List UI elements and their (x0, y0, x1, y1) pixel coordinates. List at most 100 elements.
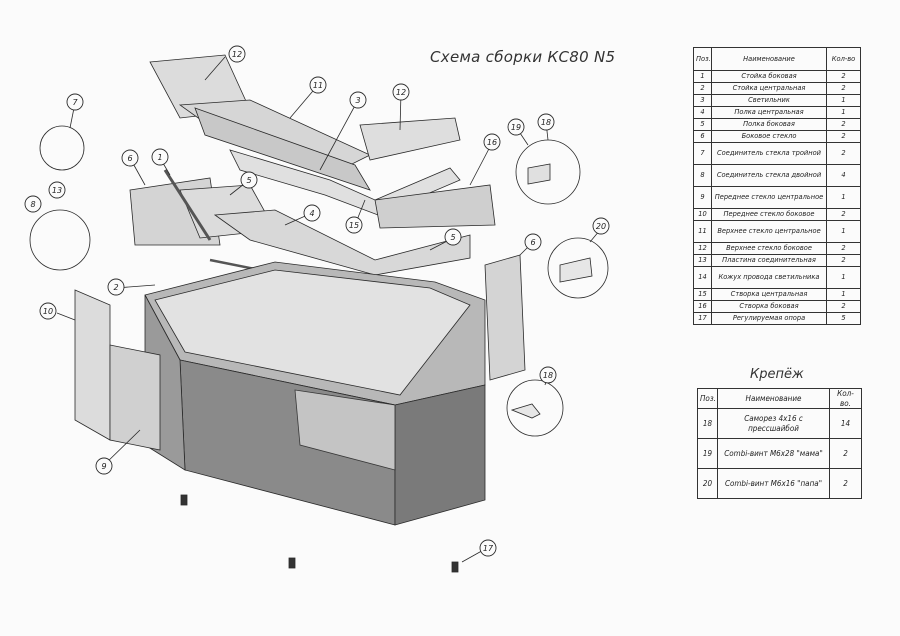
front-glass-left (74, 289, 111, 441)
cell-name: Полка центральная (711, 106, 827, 119)
callout-label: 4 (309, 209, 314, 218)
callout-circle (592, 217, 610, 235)
screw-combi-female (559, 257, 593, 283)
front-glass-9 (109, 344, 161, 451)
fasteners-table-header: Поз. Наименование Кол-во. (697, 388, 862, 409)
cell-qty: 1 (826, 288, 861, 301)
callout-label: 18 (543, 371, 553, 380)
cell-qty: 1 (826, 94, 861, 107)
case-inner (154, 269, 471, 396)
cell-qty: 2 (826, 208, 861, 221)
cell-name: Верхнее стекло боковое (711, 242, 827, 255)
detail-circle-18 (506, 379, 564, 437)
callout-circle (121, 149, 139, 167)
callout-label: 5 (450, 233, 455, 242)
cell-qty: 1 (826, 106, 861, 119)
callout-circle (303, 204, 321, 222)
cell-pos: 15 (693, 288, 712, 301)
cell-pos: 11 (693, 220, 712, 243)
cell-name: Combi-винт М6х28 "мама" (717, 438, 830, 469)
parts-table-header: Поз. Наименование Кол-во (693, 47, 861, 71)
cell-qty: 2 (826, 300, 861, 313)
cell-name: Светильник (711, 94, 827, 107)
callout-circle (107, 278, 125, 296)
callout-label: 12 (396, 88, 406, 97)
screw-combi-male (527, 163, 551, 185)
cell-qty: 2 (826, 82, 861, 95)
cell-pos: 8 (693, 164, 712, 187)
screw-self-tapping (510, 403, 541, 419)
cell-qty: 14 (829, 408, 862, 439)
cell-qty: 1 (826, 220, 861, 243)
callout-label: 3 (355, 96, 360, 105)
cell-name: Соединитель стекла двойной (711, 164, 827, 187)
cell-qty: 2 (826, 242, 861, 255)
cell-qty: 2 (826, 118, 861, 131)
callout-circle (24, 195, 42, 213)
cell-pos: 2 (693, 82, 712, 95)
side-glass-right (484, 254, 526, 381)
callout-label: 8 (30, 200, 35, 209)
cell-name: Combi-винт М6х16 "папа" (717, 468, 830, 499)
callout-circle (479, 539, 497, 557)
callout-label: 1 (157, 153, 162, 162)
callout-circle (444, 228, 462, 246)
cell-qty: 2 (829, 438, 862, 469)
fasteners-title: Крепёж (750, 367, 804, 382)
cell-pos: 16 (693, 300, 712, 313)
detail-circle-7 (39, 125, 85, 171)
callout-label: 6 (530, 238, 535, 247)
cell-qty: 2 (826, 254, 861, 267)
cell-qty: 5 (826, 312, 861, 325)
cell-name: Боковое стекло (711, 130, 827, 143)
callout-label: 5 (246, 176, 251, 185)
callout-circle (345, 216, 363, 234)
cell-name: Створка боковая (711, 300, 827, 313)
lamp-strip (194, 107, 371, 191)
cell-name: Пластина соединительная (711, 254, 827, 267)
cell-qty: 2 (826, 142, 861, 165)
cell-pos: 10 (693, 208, 712, 221)
cell-pos: 9 (693, 186, 712, 209)
door-side (374, 184, 496, 229)
cell-name: Створка центральная (711, 288, 827, 301)
callout-circle (392, 83, 410, 101)
callout-label: 19 (511, 123, 521, 132)
callout-circle (483, 133, 501, 151)
upright-side (163, 169, 212, 241)
header-pos: Поз. (697, 388, 718, 409)
cell-name: Полка боковая (711, 118, 827, 131)
callout-label: 6 (127, 154, 132, 163)
header-qty: Кол-во. (829, 388, 862, 409)
callout-label: 2 (113, 283, 118, 292)
foot-2 (288, 557, 296, 569)
callout-label: 9 (101, 462, 106, 471)
callout-circle (537, 113, 555, 131)
callout-label: 13 (52, 186, 62, 195)
cell-pos: 19 (697, 438, 718, 469)
cell-pos: 20 (697, 468, 718, 499)
cell-qty: 2 (826, 70, 861, 83)
cell-name: Кожух провода светильника (711, 266, 827, 289)
callout-label: 16 (487, 138, 497, 147)
detail-circle-8 (29, 209, 91, 271)
callout-circle (539, 366, 557, 384)
